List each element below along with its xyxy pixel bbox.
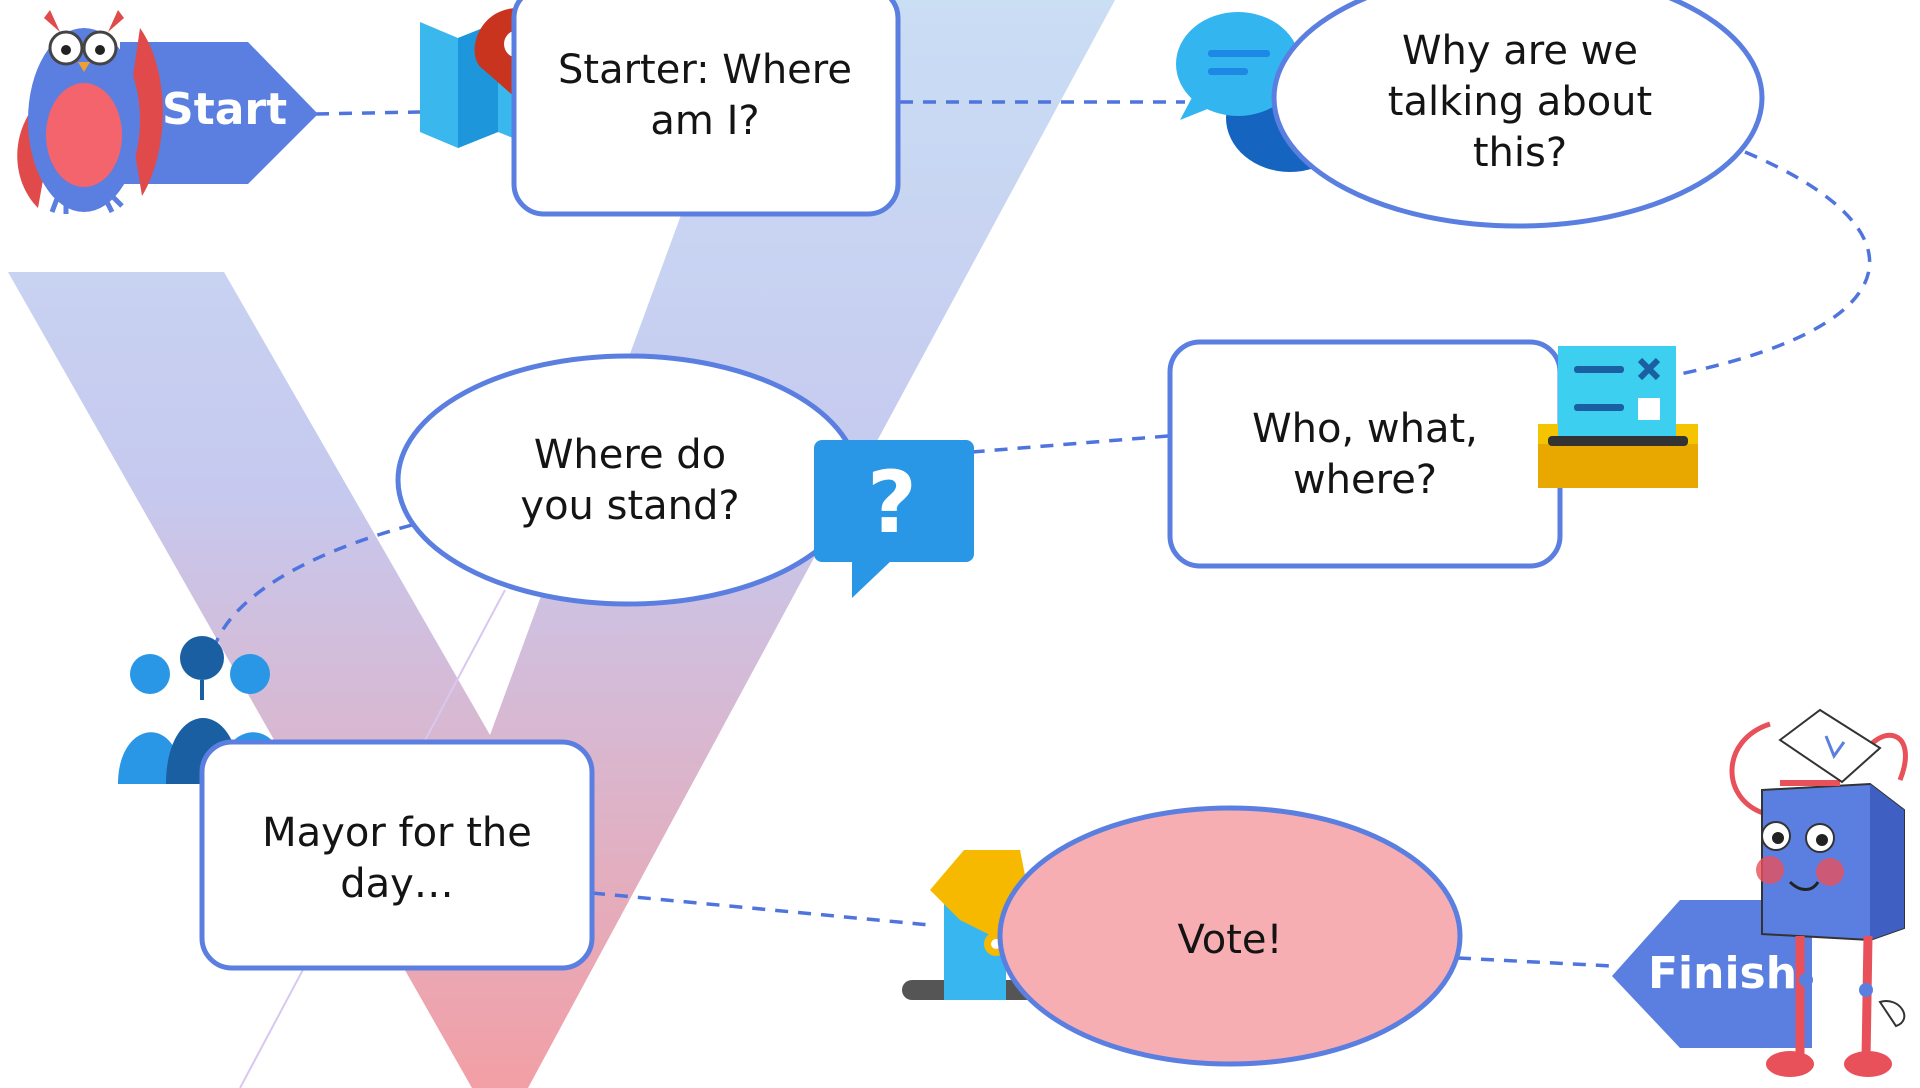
connector-vote-finish — [1457, 956, 1613, 968]
finish-arrow-shape — [1612, 900, 1812, 1048]
why-ellipse — [1271, 0, 1765, 229]
why-label: Why are we talking about this? — [1387, 27, 1653, 176]
connectors — [212, 100, 1872, 968]
question-bubble-icon: ? — [814, 440, 974, 598]
start-label: Start — [162, 84, 288, 135]
mayor-box — [199, 739, 595, 971]
vote-ellipse — [997, 805, 1463, 1067]
mayor-label: Mayor for the day… — [262, 810, 532, 907]
ballot-box-mascot — [1729, 708, 1908, 1077]
who-label: Who, what, where? — [1252, 406, 1478, 503]
connector-who-where — [971, 434, 1169, 454]
starter-box — [511, 0, 901, 217]
owl-mascot — [17, 10, 163, 214]
connector-mayor-vote — [591, 891, 931, 927]
connector-start-starter — [315, 110, 421, 116]
where-label: Where do you stand? — [520, 432, 740, 529]
connector-why-who — [1659, 150, 1872, 380]
finish-label: Finish — [1648, 948, 1798, 999]
ballot-box-icon — [1538, 346, 1698, 488]
vote-label: Vote! — [1177, 916, 1283, 963]
svg-text:?: ? — [867, 453, 917, 553]
connector-where-mayor — [212, 523, 413, 649]
starter-label: Starter: Where am I? — [558, 47, 852, 144]
start-arrow-shape — [120, 42, 318, 184]
